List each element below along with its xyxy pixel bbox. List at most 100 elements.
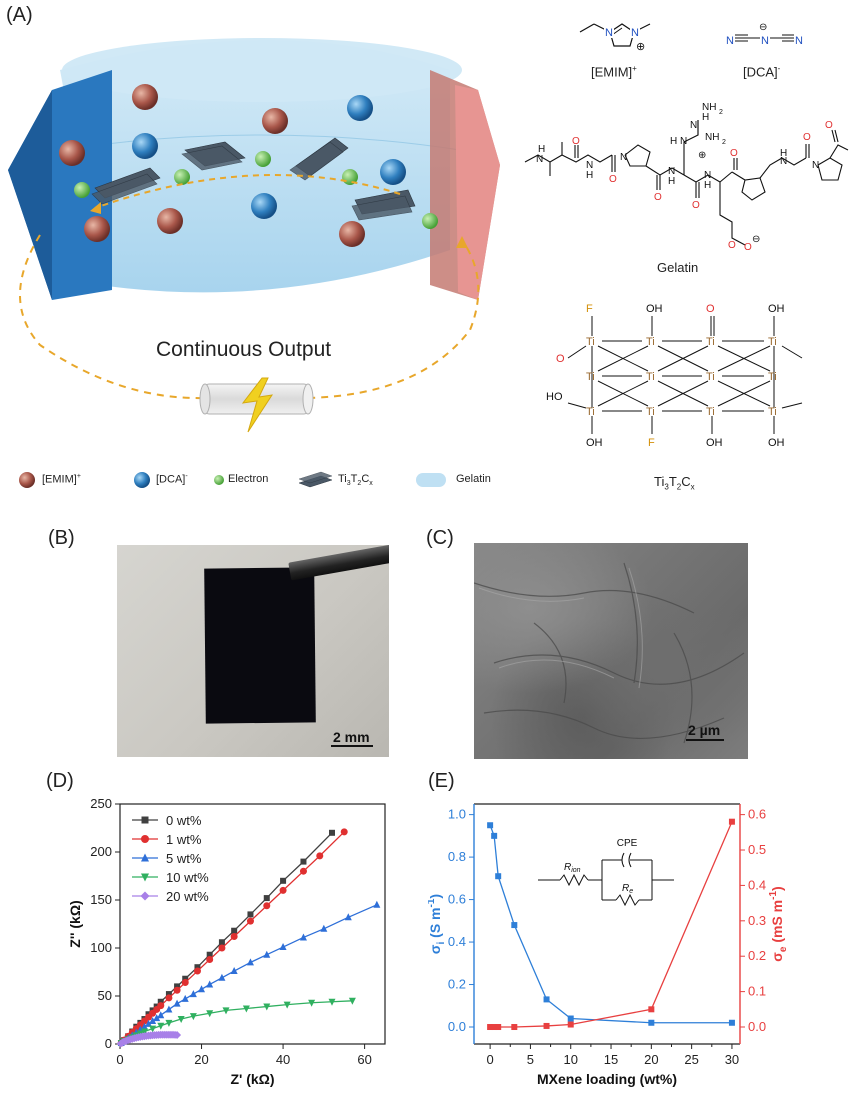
legend-label: 5 wt% <box>166 851 202 866</box>
legend-mxene-icon <box>298 471 333 488</box>
series-right <box>487 818 735 1031</box>
panel-label-d: (D) <box>46 770 74 792</box>
legend-marker <box>141 835 149 843</box>
data-point <box>149 1016 157 1024</box>
x-tick-label: 20 <box>194 1052 208 1067</box>
x-tick-label: 0 <box>116 1052 123 1067</box>
svg-text:OH: OH <box>586 437 603 449</box>
y-right-axis-label: σe (mS m-1) <box>768 886 789 961</box>
legend-dca-icon <box>134 472 150 488</box>
x-tick-label: 30 <box>725 1052 739 1067</box>
legend-gelatin-label: Gelatin <box>456 473 491 485</box>
y-right-tick-label: 0.4 <box>748 877 766 892</box>
dca-structure: N N ⊖ N <box>726 22 803 47</box>
svg-text:H: H <box>704 180 711 191</box>
data-point <box>648 1006 655 1013</box>
svg-text:NH: NH <box>702 102 716 113</box>
mxene-film <box>204 567 316 724</box>
ions <box>59 84 438 247</box>
data-point <box>308 999 316 1007</box>
series-1 <box>117 828 348 1047</box>
x-tick-label: 0 <box>487 1052 494 1067</box>
series-left <box>487 822 735 1026</box>
gelatin-structure: H N O N H O N O N H O N H O O O ⊖ H N O … <box>524 102 849 253</box>
svg-text:O: O <box>825 120 833 131</box>
scale-bar-b <box>331 745 373 747</box>
r-e-label: Re <box>622 883 633 895</box>
panel-label-b: (B) <box>48 527 75 549</box>
data-point <box>299 933 307 941</box>
svg-text:⊖: ⊖ <box>752 234 760 245</box>
svg-text:OH: OH <box>706 437 723 449</box>
mxene-label: Ti3T2Cx <box>654 474 695 492</box>
svg-text:F: F <box>586 303 593 315</box>
data-point <box>567 1021 574 1028</box>
svg-text:N: N <box>812 160 819 171</box>
svg-text:Ti: Ti <box>646 406 655 418</box>
svg-text:Ti: Ti <box>706 406 715 418</box>
svg-text:OH: OH <box>768 437 785 449</box>
svg-text:Ti: Ti <box>706 336 715 348</box>
data-point <box>543 1022 550 1029</box>
svg-text:Ti: Ti <box>768 406 777 418</box>
data-point <box>165 1019 173 1027</box>
cpe-label: CPE <box>617 838 638 849</box>
series-4 <box>116 1030 182 1048</box>
svg-text:OH: OH <box>768 303 785 315</box>
svg-text:Ti: Ti <box>586 371 595 383</box>
data-point <box>153 1014 161 1022</box>
data-point <box>728 818 735 825</box>
svg-text:H: H <box>780 148 787 159</box>
data-point <box>218 973 226 981</box>
svg-text:O: O <box>572 136 580 147</box>
svg-text:H: H <box>586 170 593 181</box>
svg-text:N: N <box>631 27 639 39</box>
cpe-plate <box>621 852 625 868</box>
data-point <box>263 950 271 958</box>
legend-marker <box>141 873 149 882</box>
svg-text:O: O <box>744 242 752 253</box>
data-point <box>173 986 181 994</box>
data-point <box>157 1011 165 1019</box>
data-point <box>174 983 181 990</box>
data-point <box>230 967 238 975</box>
data-point <box>511 1024 518 1031</box>
mxene-flakes <box>91 137 416 221</box>
y-tick-label: 250 <box>90 796 112 811</box>
plot-frame <box>119 803 386 1045</box>
y-tick-label: 50 <box>98 988 112 1003</box>
data-point <box>206 1010 214 1018</box>
y-left-axis-label: σi (S m-1) <box>428 894 447 954</box>
panel-label-c: (C) <box>426 527 454 549</box>
svg-text:Ti: Ti <box>768 336 777 348</box>
device-schematic <box>8 38 500 433</box>
data-point <box>231 927 238 934</box>
series-line <box>490 821 733 1028</box>
data-point <box>543 996 550 1003</box>
legend-electron-icon <box>214 475 224 485</box>
y-tick-label: 100 <box>90 940 112 955</box>
y-right-tick-label: 0.0 <box>748 1019 766 1034</box>
y-tick-label: 0 <box>105 1036 112 1051</box>
data-point <box>329 829 335 836</box>
data-point <box>173 1030 182 1039</box>
svg-text:Ti: Ti <box>586 406 595 418</box>
svg-text:2: 2 <box>722 139 726 146</box>
svg-text:N: N <box>605 27 613 39</box>
data-point <box>283 1001 291 1009</box>
data-point <box>222 1007 230 1015</box>
circuit-wire-right <box>307 239 480 399</box>
y-left-tick-label: 0.2 <box>448 977 466 992</box>
series-line <box>489 825 732 1024</box>
data-point <box>206 956 214 964</box>
data-point <box>328 998 336 1006</box>
svg-text:O: O <box>803 132 811 143</box>
data-point <box>263 895 270 902</box>
data-point <box>198 985 206 993</box>
svg-text:⊕: ⊕ <box>698 150 706 161</box>
data-point <box>149 1025 157 1033</box>
data-point <box>495 873 502 880</box>
